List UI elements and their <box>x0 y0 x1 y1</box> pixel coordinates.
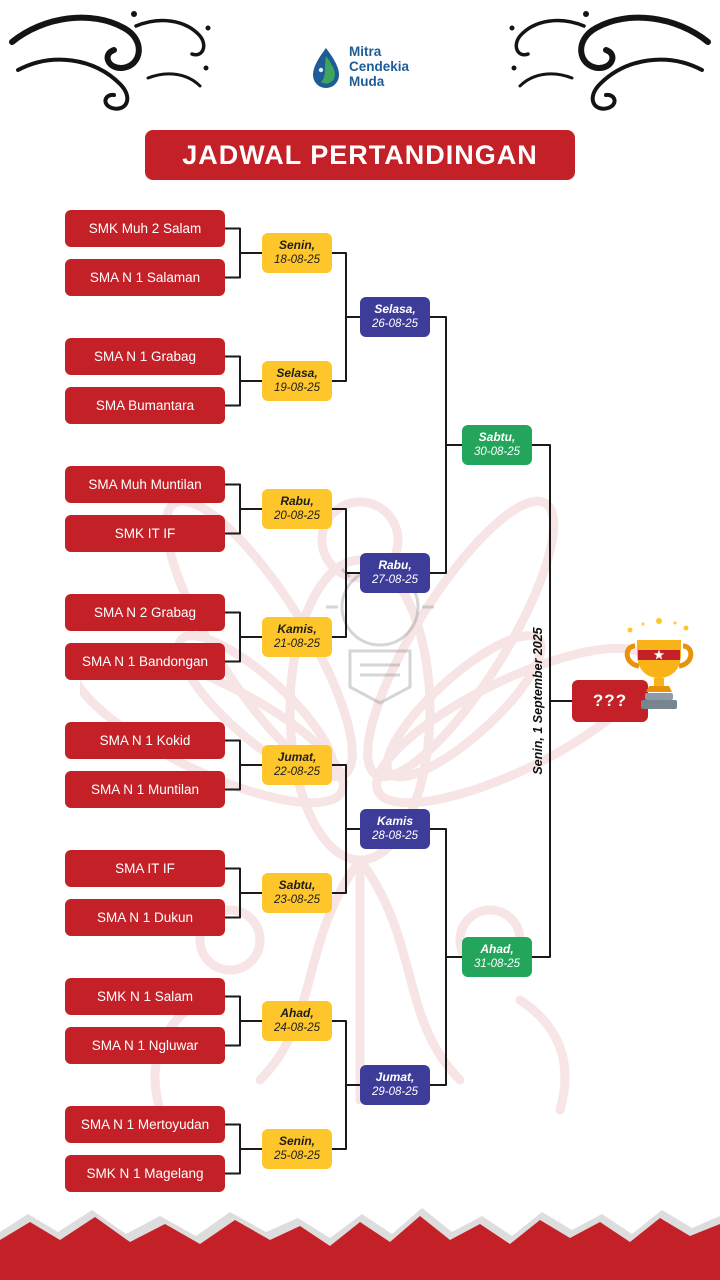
match-day: Senin, <box>278 238 315 252</box>
match-date: 28-08-25 <box>371 830 419 842</box>
match-date: 26-08-25 <box>371 318 419 330</box>
match-date: 25-08-25 <box>273 1150 321 1162</box>
match-date: 29-08-25 <box>371 1086 419 1098</box>
match-day: Senin, <box>278 1134 315 1148</box>
logo-drop-icon <box>312 47 339 88</box>
round1-match-date: Senin, 25-08-25 <box>262 1129 332 1169</box>
torn-paper-edge <box>0 1208 720 1280</box>
logo: Mitra Cendekia Muda <box>0 44 720 89</box>
round1-match-date: Kamis, 21-08-25 <box>262 617 332 657</box>
team-box: SMA IT IF <box>65 850 225 887</box>
match-date: 24-08-25 <box>273 1022 321 1034</box>
match-date: 22-08-25 <box>273 766 321 778</box>
match-day: Jumat, <box>277 750 317 764</box>
match-date: 18-08-25 <box>273 254 321 266</box>
team-box: SMK N 1 Magelang <box>65 1155 225 1192</box>
match-date: 23-08-25 <box>273 894 321 906</box>
round1-match-date: Sabtu, 23-08-25 <box>262 873 332 913</box>
flourish-left-icon <box>9 11 211 111</box>
round1-match-date: Jumat, 22-08-25 <box>262 745 332 785</box>
match-day: Ahad, <box>480 942 514 956</box>
logo-text: Mitra Cendekia Muda <box>349 44 409 89</box>
round1-match-date: Rabu, 20-08-25 <box>262 489 332 529</box>
match-date: 27-08-25 <box>371 574 419 586</box>
final-date-label: Senin, 1 September 2025 <box>531 627 545 775</box>
round2-match-date: Rabu, 27-08-25 <box>360 553 430 593</box>
team-box: SMA N 1 Kokid <box>65 722 225 759</box>
match-day: Selasa, <box>374 302 416 316</box>
match-day: Rabu, <box>378 558 412 572</box>
match-date: 20-08-25 <box>273 510 321 522</box>
semifinal-match-date: Sabtu, 30-08-25 <box>462 425 532 465</box>
semifinal-match-date: Ahad, 31-08-25 <box>462 937 532 977</box>
round2-match-date: Jumat, 29-08-25 <box>360 1065 430 1105</box>
match-day: Rabu, <box>280 494 314 508</box>
team-box: SMA N 2 Grabag <box>65 594 225 631</box>
team-box: SMA N 1 Grabag <box>65 338 225 375</box>
round1-match-date: Selasa, 19-08-25 <box>262 361 332 401</box>
team-box: SMA Muh Muntilan <box>65 466 225 503</box>
trophy-icon <box>624 618 694 709</box>
match-day: Jumat, <box>375 1070 415 1084</box>
team-box: SMA N 1 Muntilan <box>65 771 225 808</box>
team-box: SMK Muh 2 Salam <box>65 210 225 247</box>
team-box: SMA N 1 Ngluwar <box>65 1027 225 1064</box>
match-day: Selasa, <box>276 366 318 380</box>
round1-match-date: Senin, 18-08-25 <box>262 233 332 273</box>
match-date: 21-08-25 <box>273 638 321 650</box>
team-box: SMA N 1 Salaman <box>65 259 225 296</box>
round2-match-date: Kamis 28-08-25 <box>360 809 430 849</box>
team-box: SMK N 1 Salam <box>65 978 225 1015</box>
match-day: Sabtu, <box>278 878 316 892</box>
logo-line-3: Muda <box>348 74 385 89</box>
page-title: JADWAL PERTANDINGAN <box>145 130 575 180</box>
match-date: 19-08-25 <box>273 382 321 394</box>
match-day: Kamis <box>376 814 414 828</box>
round2-match-date: Selasa, 26-08-25 <box>360 297 430 337</box>
round1-match-date: Ahad, 24-08-25 <box>262 1001 332 1041</box>
team-box: SMK IT IF <box>65 515 225 552</box>
flourish-right-icon <box>509 11 711 111</box>
logo-line-2: Cendekia <box>348 59 410 74</box>
match-date: 30-08-25 <box>473 446 521 458</box>
champion-box: ??? <box>572 680 648 722</box>
team-box: SMA N 1 Bandongan <box>65 643 225 680</box>
match-day: Ahad, <box>280 1006 314 1020</box>
team-box: SMA Bumantara <box>65 387 225 424</box>
team-box: SMA N 1 Mertoyudan <box>65 1106 225 1143</box>
logo-line-1: Mitra <box>348 44 382 59</box>
match-day: Kamis, <box>277 622 317 636</box>
match-date: 31-08-25 <box>473 958 521 970</box>
match-day: Sabtu, <box>478 430 516 444</box>
team-box: SMA N 1 Dukun <box>65 899 225 936</box>
